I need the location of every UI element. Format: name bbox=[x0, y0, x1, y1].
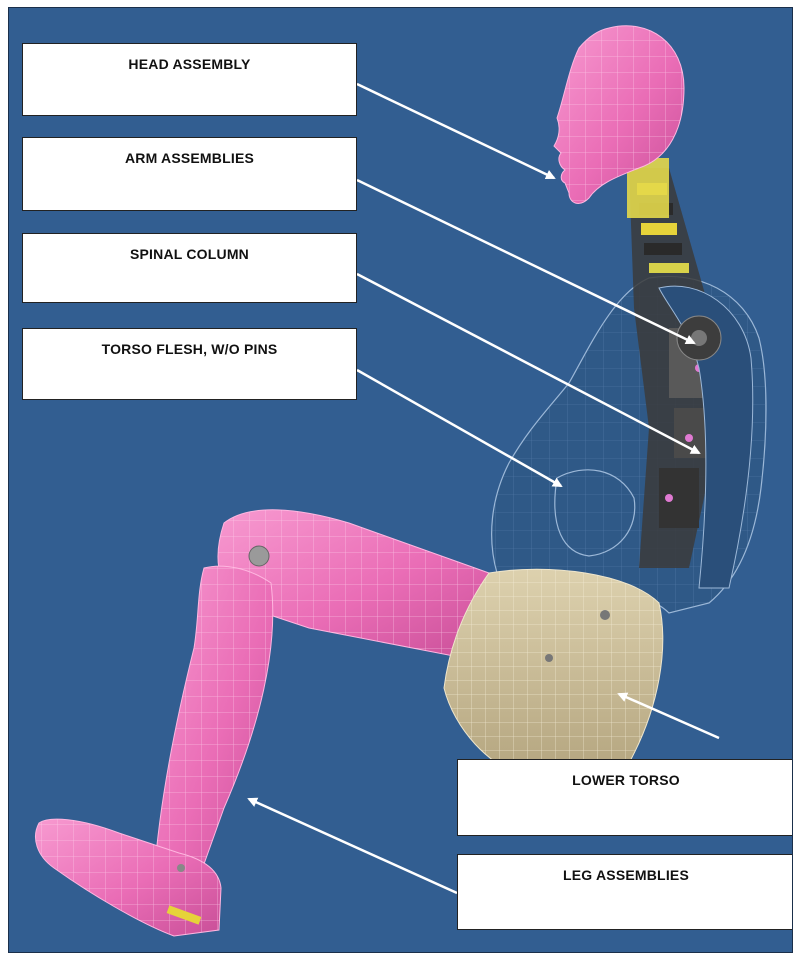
label-leg-assemblies: LEG ASSEMBLIES bbox=[457, 854, 793, 930]
label-arm-assemblies: ARM ASSEMBLIES bbox=[22, 137, 357, 211]
label-head-assembly: HEAD ASSEMBLY bbox=[22, 43, 357, 116]
head-assembly bbox=[554, 26, 684, 218]
diagram-frame: HEAD ASSEMBLY ARM ASSEMBLIES SPINAL COLU… bbox=[8, 7, 793, 953]
label-lower-torso: LOWER TORSO bbox=[457, 759, 793, 836]
label-torso-flesh: TORSO FLESH, W/O PINS bbox=[22, 328, 357, 400]
lower-leg bbox=[154, 566, 273, 878]
arrow-torso-flesh bbox=[357, 370, 561, 486]
lower-torso bbox=[444, 569, 663, 780]
arrow-leg-assemblies bbox=[249, 799, 457, 893]
label-spinal-column: SPINAL COLUMN bbox=[22, 233, 357, 303]
arrow-head-assembly bbox=[357, 84, 554, 178]
